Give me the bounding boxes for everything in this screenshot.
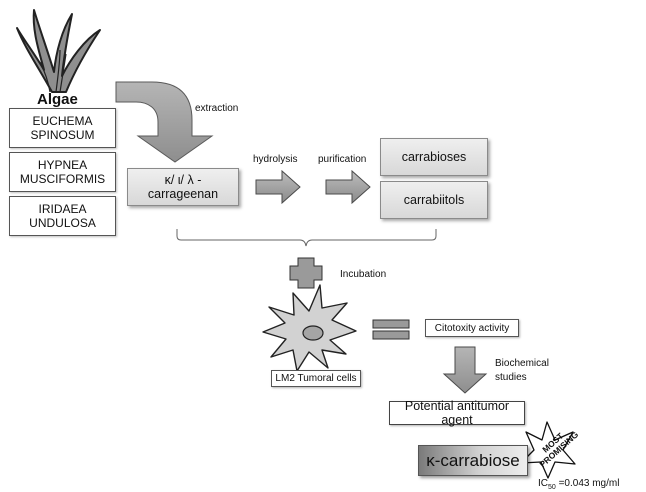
grouping-brace [176,229,437,247]
algae-title: Algae [37,91,78,108]
species-iridaea: IRIDAEA UNDULOSA [9,196,116,236]
tumor-cell-icon [262,284,357,372]
ic50-number: =0.043 mg/ml [555,478,620,489]
cells-box: LM2 Tumoral cells [271,370,361,387]
antitumor-agent-box: Potential antitumor agent [389,399,525,427]
star-icon [520,421,576,479]
biochemical-arrow [442,346,488,394]
carrabiitols-box: carrabiitols [380,181,488,219]
species-hypnea: HYPNEA MUSCIFORMIS [9,152,116,192]
species-euchema: EUCHEMA SPINOSUM [9,108,116,148]
purification-label: purification [318,154,367,165]
extraction-label: extraction [195,103,239,114]
incubation-label: Incubation [340,269,387,280]
carrabiose-box: κ-carrabiose [418,445,528,476]
carrabioses-box: carrabioses [380,138,488,176]
plus-icon [289,257,323,289]
extraction-arrow [115,81,214,163]
hydrolysis-label: hydrolysis [253,154,298,165]
purification-arrow [325,169,371,205]
cytotoxicity-box: Citotoxity activity [425,319,519,337]
equals-icon [372,319,410,340]
seaweed-icon [16,9,101,93]
hydrolysis-arrow [255,169,301,205]
carrageenan-box: κ/ ι/ λ - carrageenan [127,168,239,206]
ic50-label: IC [538,478,548,489]
biochemical-label: Biochemical studies [495,358,549,383]
ic50-value: IC50 =0.043 mg/ml [538,478,619,491]
ic50-sub: 50 [548,484,556,491]
